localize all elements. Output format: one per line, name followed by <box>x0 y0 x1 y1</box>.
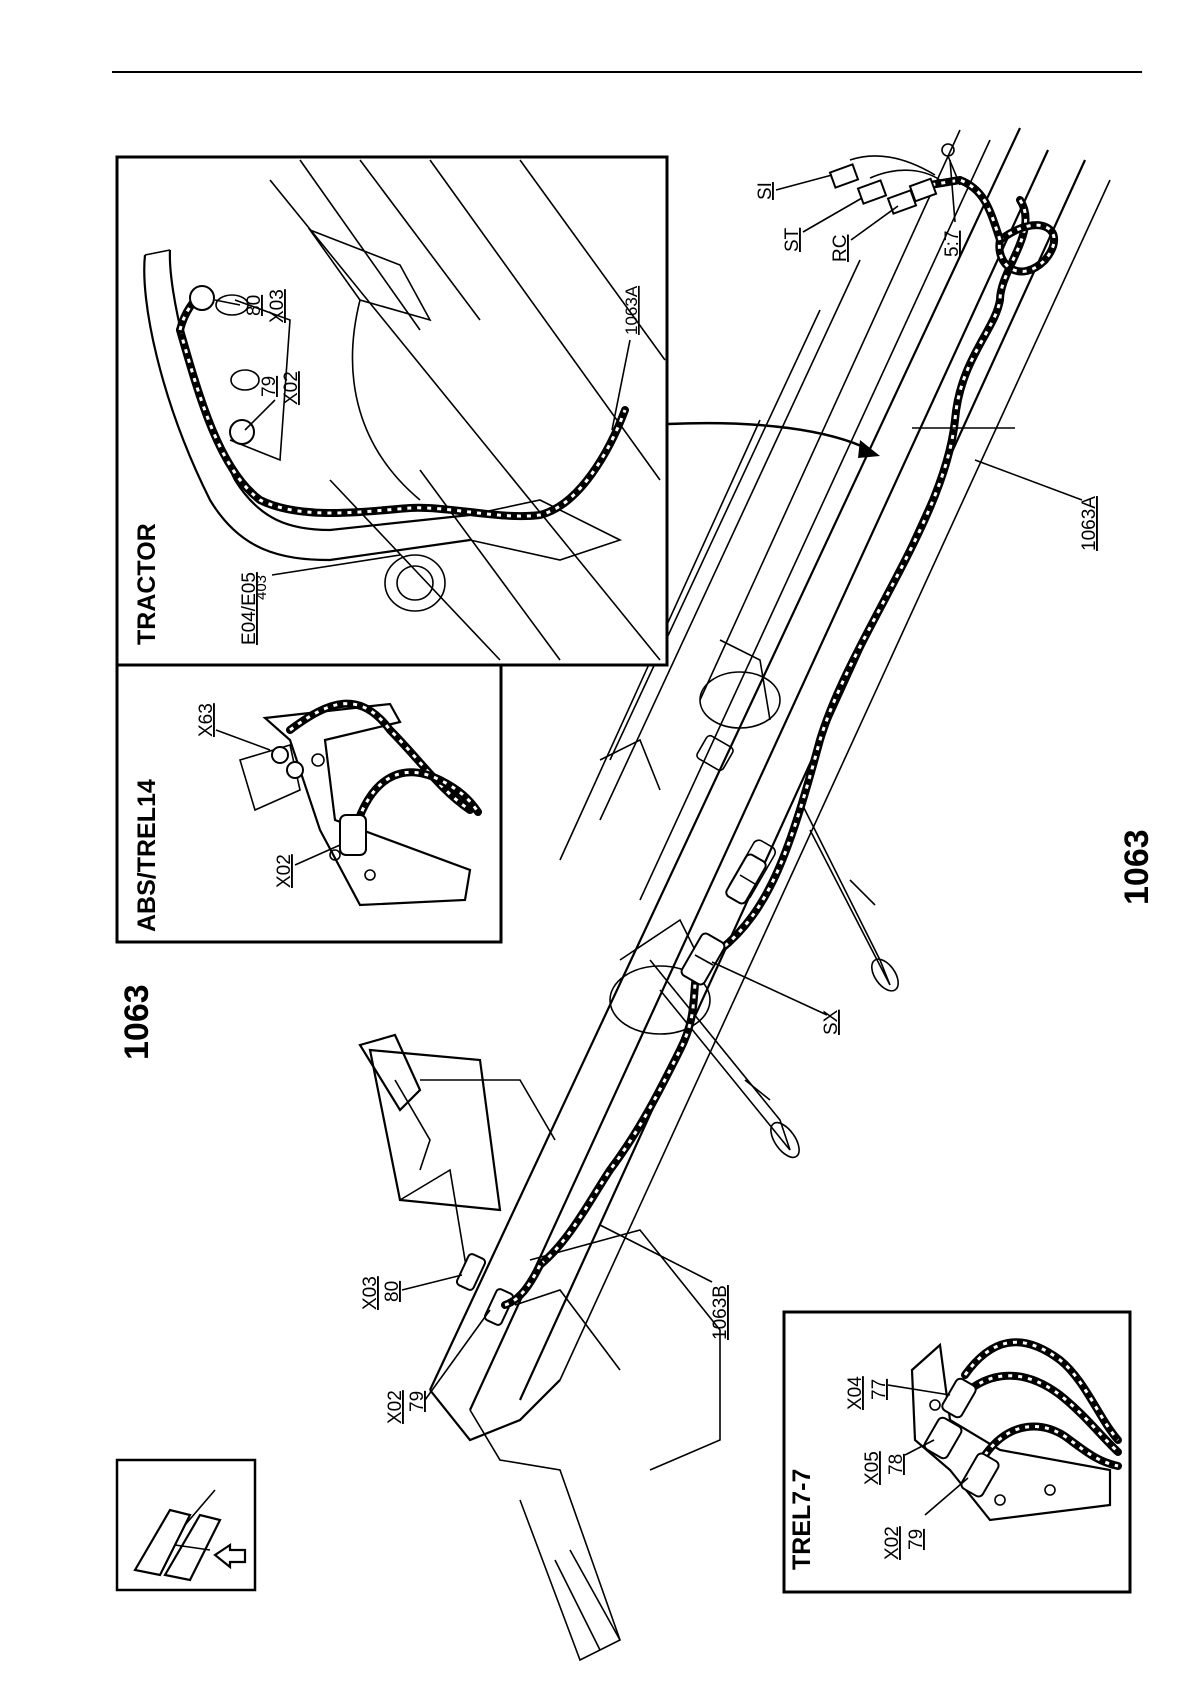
abs-trel14-title: ABS/TREL14 <box>133 779 161 932</box>
label-x05: X05 <box>862 1451 883 1485</box>
label-x03-main: X03 <box>360 1276 381 1310</box>
harness-1063A <box>720 180 1054 950</box>
page-number-side: 1063 <box>1118 829 1156 905</box>
page-number-top: 1063 <box>118 984 156 1060</box>
label-1063a-main: 1063A <box>1079 496 1100 551</box>
front-axle <box>800 800 904 995</box>
trel7-7-title: TREL7-7 <box>788 1469 816 1570</box>
detail-arrow <box>668 423 870 450</box>
label-x03-tractor: X03 <box>267 289 288 323</box>
label-79-tractor: 79 <box>259 376 280 397</box>
harness-1063B <box>540 955 700 1265</box>
label-si: SI <box>755 182 776 200</box>
label-77: 77 <box>869 1379 890 1400</box>
label-x02-main: X02 <box>385 1390 406 1424</box>
label-79-main: 79 <box>407 1391 428 1412</box>
label-x63: X63 <box>196 703 217 737</box>
vehicle-orientation-symbol <box>117 1460 255 1590</box>
trel7-7-inset: TREL7-7 X02 79 X05 78 X04 77 <box>784 1312 1130 1592</box>
label-1063b: 1063B <box>710 1285 731 1340</box>
label-1063a-tractor: 1063A <box>622 285 641 335</box>
label-80-main: 80 <box>382 1281 403 1302</box>
label-st: ST <box>782 227 803 252</box>
abs-trel14-inset: ABS/TREL14 X63 X02 <box>117 665 501 942</box>
label-x02-tractor: X02 <box>281 371 302 405</box>
label-5-7: 5:7 <box>942 231 963 257</box>
top-connectors <box>830 144 960 214</box>
label-78: 78 <box>886 1454 907 1475</box>
label-x04: X04 <box>845 1376 866 1410</box>
tractor-inset: TRACTOR E04/E05 403 79 X02 80 X03 1063A <box>117 157 667 665</box>
label-rc: RC <box>830 235 851 262</box>
label-79-trel: 79 <box>906 1529 927 1550</box>
label-x02-trel: X02 <box>882 1526 903 1560</box>
rear-connectors <box>456 1253 540 1326</box>
label-403: 403 <box>253 575 270 600</box>
label-x02-abs: X02 <box>274 854 295 888</box>
tractor-title: TRACTOR <box>133 523 161 645</box>
label-80-tractor: 80 <box>244 295 265 316</box>
